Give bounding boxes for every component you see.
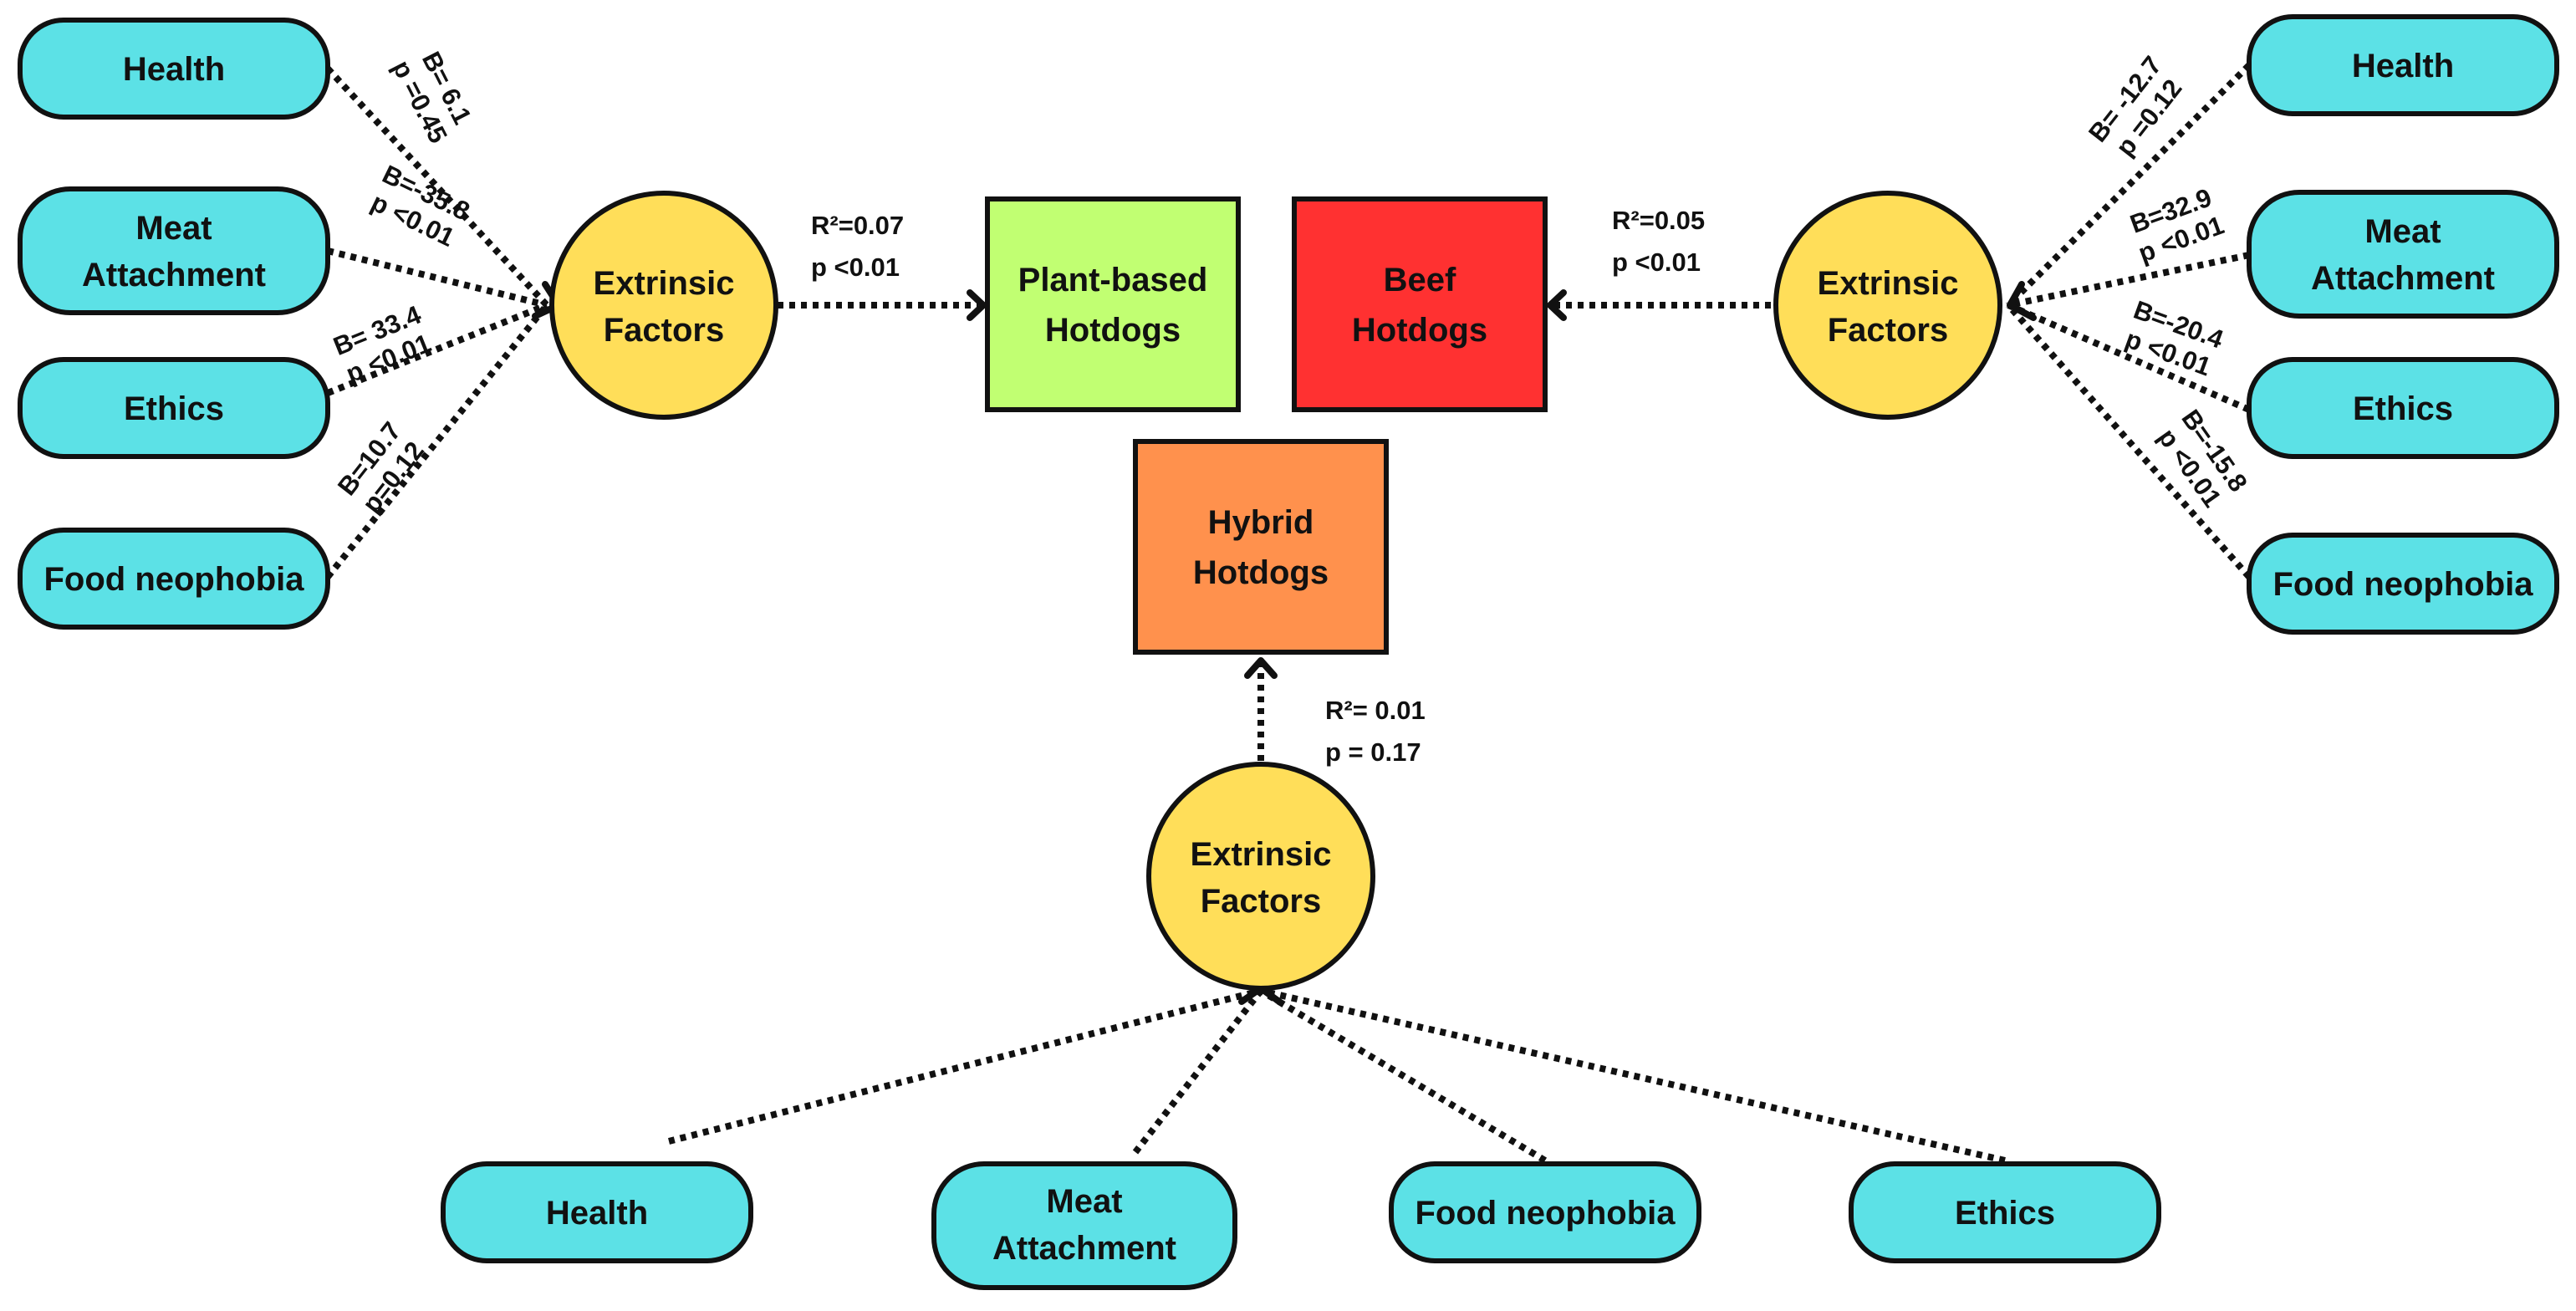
bottom-r2-label: R²= 0.01	[1325, 696, 1426, 725]
beef-arrowhead-icon	[1547, 289, 1567, 321]
hybrid-label-line2: Hotdogs	[1193, 554, 1329, 591]
bottom-construct-shape	[1146, 762, 1375, 991]
left-construct-shape	[549, 191, 778, 420]
beef-label-line1: Beef	[1384, 262, 1456, 298]
left-ethics-pill	[18, 357, 330, 459]
hybrid-label-line1: Hybrid	[1208, 504, 1314, 541]
left-factor-ethics: Ethics	[18, 357, 330, 459]
edge-bottom-food-neophobia	[1258, 987, 1548, 1164]
bottom-extrinsic-factors-circle: Extrinsic Factors	[1146, 762, 1375, 991]
right-food-neophobia-pill	[2247, 533, 2559, 635]
left-food-neophobia-pill	[18, 528, 330, 630]
left-health-coefficient: B= 6.1 p =0.45	[387, 47, 477, 148]
bottom-construct-line1: Extrinsic	[1191, 836, 1332, 873]
right-food-neophobia-coefficient: B=-15.8 p <0.01	[2152, 404, 2252, 513]
left-health-label: Health	[123, 51, 225, 88]
right-ethics-coefficient: B=-20.4 p <0.01	[2121, 295, 2227, 382]
left-factor-health: Health	[18, 18, 330, 120]
right-meat-attachment-coefficient: B=32.9 p <0.01	[2126, 182, 2227, 268]
left-food-neophobia-label: Food neophobia	[43, 561, 304, 598]
right-p-label: p <0.01	[1612, 247, 1701, 277]
bottom-health-pill	[441, 1161, 753, 1263]
left-meat-attachment-coefficient: B=-35.8 p <0.01	[367, 159, 475, 252]
left-health-pill	[18, 18, 330, 120]
plant-based-label-line2: Hotdogs	[1045, 312, 1181, 349]
right-factor-meat-attachment: Meat Attachment	[2247, 190, 2559, 319]
bottom-model-edges	[668, 657, 2006, 1164]
hybrid-hotdogs-box: Hybrid Hotdogs	[1133, 439, 1389, 655]
bottom-p-label: p = 0.17	[1325, 737, 1421, 767]
right-factor-health: Health	[2247, 14, 2559, 116]
edge-left-ethics	[326, 302, 548, 396]
left-meat-attachment-pill	[18, 186, 330, 315]
edge-right-health	[2006, 63, 2252, 308]
left-construct-line1: Extrinsic	[594, 265, 735, 302]
right-construct-shape	[1773, 191, 2002, 420]
right-meat-attachment-line2: Attachment	[2311, 260, 2495, 297]
bottom-meat-attachment-line2: Attachment	[992, 1230, 1176, 1267]
edge-right-food-neophobia	[2006, 303, 2252, 579]
right-food-neophobia-label: Food neophobia	[2272, 566, 2533, 603]
beef-hotdogs-box: Beef Hotdogs	[1292, 196, 1548, 412]
right-construct-line1: Extrinsic	[1818, 265, 1959, 302]
bottom-food-neophobia-pill	[1389, 1161, 1701, 1263]
right-health-coefficient: B= -12.7 p =0.12	[2083, 51, 2187, 162]
plant-based-box-shape	[985, 196, 1241, 412]
left-ethics-coefficient: B= 33.4 p <0.01	[329, 299, 435, 388]
right-ethics-pill	[2247, 357, 2559, 459]
bottom-factor-ethics: Ethics	[1849, 1161, 2161, 1263]
edge-right-meat-attachment	[2007, 252, 2250, 309]
plant-based-hotdogs-box: Plant-based Hotdogs	[985, 196, 1241, 412]
edge-bottom-health	[668, 987, 1262, 1145]
right-r2-label: R²=0.05	[1612, 206, 1705, 235]
bottom-food-neophobia-label: Food neophobia	[1415, 1195, 1676, 1232]
edge-bottom-meat-attachment	[1132, 988, 1264, 1155]
hybrid-arrowhead-icon	[1244, 657, 1278, 679]
right-health-pill	[2247, 14, 2559, 116]
edge-bottom-ethics	[1260, 987, 2006, 1164]
right-extrinsic-factors-circle: Extrinsic Factors	[1773, 191, 2002, 420]
right-factor-food-neophobia: Food neophobia	[2247, 533, 2559, 635]
left-meat-attachment-line1: Meat	[135, 210, 212, 247]
left-extrinsic-factors-circle: Extrinsic Factors	[549, 191, 778, 420]
left-construct-line2: Factors	[604, 312, 725, 349]
right-health-label: Health	[2352, 48, 2454, 84]
right-factor-ethics: Ethics	[2247, 357, 2559, 459]
left-factor-food-neophobia: Food neophobia	[18, 528, 330, 630]
bottom-ethics-label: Ethics	[1955, 1195, 2055, 1232]
right-meat-attachment-line1: Meat	[2364, 213, 2441, 250]
edge-right-ethics	[2007, 302, 2251, 413]
bottom-meat-attachment-line1: Meat	[1046, 1183, 1122, 1220]
edge-left-meat-attachment	[327, 247, 548, 309]
beef-label-line2: Hotdogs	[1352, 312, 1487, 349]
left-p-label: p <0.01	[811, 253, 900, 282]
right-construct-line2: Factors	[1828, 312, 1949, 349]
beef-box-shape	[1292, 196, 1548, 412]
left-meat-attachment-line2: Attachment	[82, 257, 266, 293]
bottom-construct-line2: Factors	[1201, 883, 1322, 920]
right-ethics-label: Ethics	[2353, 390, 2453, 427]
bottom-health-label: Health	[546, 1195, 648, 1232]
right-model-edges	[1547, 63, 2252, 579]
bottom-ethics-pill	[1849, 1161, 2161, 1263]
bottom-factor-meat-attachment: Meat Attachment	[931, 1161, 1237, 1290]
plant-arrowhead-icon	[967, 289, 987, 321]
hybrid-box-shape	[1133, 439, 1389, 655]
left-food-neophobia-coefficient: B=10.7 p=0.12	[332, 416, 430, 518]
left-factor-meat-attachment: Meat Attachment	[18, 186, 330, 315]
bottom-factor-food-neophobia: Food neophobia	[1389, 1161, 1701, 1263]
plant-based-label-line1: Plant-based	[1018, 262, 1208, 298]
bottom-meat-attachment-pill	[931, 1161, 1237, 1290]
right-meat-attachment-pill	[2247, 190, 2559, 319]
bottom-factor-health: Health	[441, 1161, 753, 1263]
right-construct-arrowhead-icon	[2007, 281, 2037, 321]
left-r2-label: R²=0.07	[811, 211, 904, 240]
left-ethics-label: Ethics	[124, 390, 224, 427]
